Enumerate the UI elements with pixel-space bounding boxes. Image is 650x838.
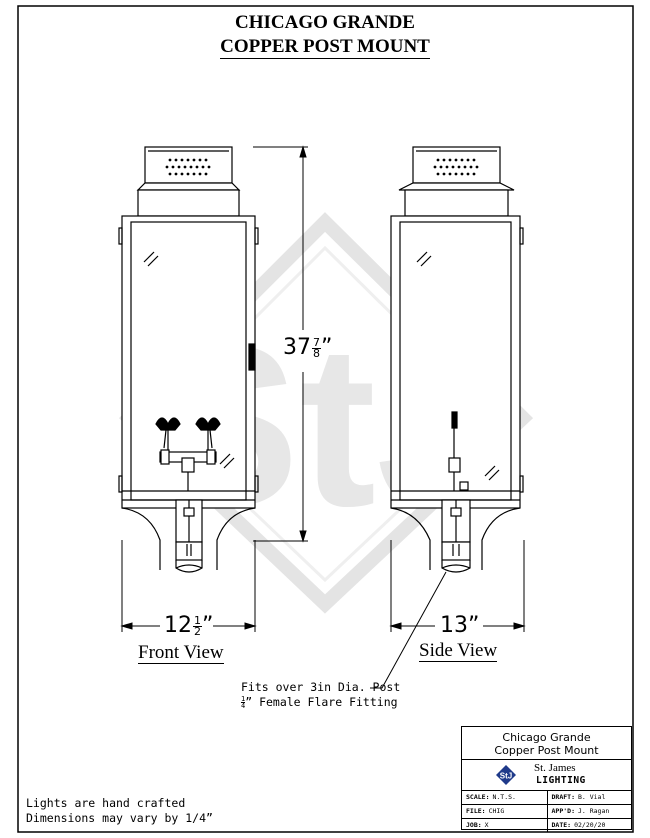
side-width-inch-mark: ” xyxy=(468,613,480,638)
company-sub: LIGHTING xyxy=(536,775,586,786)
tb-appd-cell: APP'D:J. Ragan xyxy=(546,805,632,818)
tb-job-value: X xyxy=(484,821,489,829)
height-num: 7 xyxy=(312,335,321,349)
title-block-product: Chicago Grande Copper Post Mount xyxy=(462,727,631,760)
tb-date-value: 02/20/20 xyxy=(574,821,606,829)
dimension-lines xyxy=(120,145,526,689)
tb-draft-key: DRAFT: xyxy=(551,793,575,801)
tb-file-key: FILE: xyxy=(466,807,486,815)
front-view-label: Front View xyxy=(138,642,224,664)
tb-job-cell: JOB:X xyxy=(462,819,547,832)
tb-row-file: FILE:CHIG APP'D:J. Ragan xyxy=(462,805,631,819)
tb-date-cell: DATE:02/20/20 xyxy=(546,819,632,832)
callout-line1: Fits over 3in Dia. Post xyxy=(241,680,401,694)
tb-draft-value: B. Vial xyxy=(577,793,606,801)
side-view-label: Side View xyxy=(419,640,498,662)
front-width-den: 2 xyxy=(194,624,201,638)
flare-text: ” Female Flare Fitting xyxy=(245,695,398,709)
tb-row-job: JOB:X DATE:02/20/20 xyxy=(462,819,631,832)
height-whole: 37 xyxy=(283,335,311,360)
front-view-drawing xyxy=(118,146,259,573)
front-width-inch-mark: ” xyxy=(202,613,214,638)
tb-date-key: DATE: xyxy=(551,821,572,829)
vent-holes xyxy=(165,158,211,176)
tb-product-line2: Copper Post Mount xyxy=(494,744,599,757)
tb-file-value: CHIG xyxy=(488,807,505,815)
title-block: Chicago Grande Copper Post Mount StJ St.… xyxy=(461,726,632,832)
side-width-value: 13 xyxy=(440,613,468,638)
tb-appd-key: APP'D: xyxy=(551,807,575,815)
side-view-drawing xyxy=(390,146,524,573)
front-width-whole: 12 xyxy=(164,613,192,638)
tb-scale-value: N.T.S. xyxy=(492,793,516,801)
company-name: St. James xyxy=(534,762,576,774)
front-width-num: 1 xyxy=(193,613,202,627)
tb-product-line1: Chicago Grande xyxy=(502,731,591,744)
logo-letters: StJ xyxy=(500,772,512,781)
title-text-1: CHICAGO GRANDE xyxy=(235,12,415,33)
tb-scale-key: SCALE: xyxy=(466,793,490,801)
flare-num: 1 xyxy=(241,695,246,703)
title-block-company: StJ St. James LIGHTING xyxy=(462,760,631,791)
note-dimensions: Dimensions may vary by 1/4” xyxy=(26,811,213,825)
tb-job-key: JOB: xyxy=(466,821,482,829)
drawing-title-line2: COPPER POST MOUNT xyxy=(0,36,650,59)
height-inch-mark: ” xyxy=(321,335,333,360)
drawing-title-line1: CHICAGO GRANDE xyxy=(0,12,650,34)
sheet-border xyxy=(17,5,634,833)
title-text-2: COPPER POST MOUNT xyxy=(220,36,430,59)
height-den: 8 xyxy=(313,346,320,360)
tb-row-scale: SCALE:N.T.S. DRAFT:B. Vial xyxy=(462,791,631,805)
note-hand-crafted: Lights are hand crafted xyxy=(26,796,186,810)
tb-scale-cell: SCALE:N.T.S. xyxy=(462,791,547,804)
tb-file-cell: FILE:CHIG xyxy=(462,805,547,818)
side-width-label: 13” xyxy=(440,614,479,638)
tb-draft-cell: DRAFT:B. Vial xyxy=(546,791,632,804)
tb-appd-value: J. Ragan xyxy=(577,807,610,815)
flare-den: 4 xyxy=(241,702,246,710)
company-logo-icon: StJ xyxy=(496,765,516,785)
